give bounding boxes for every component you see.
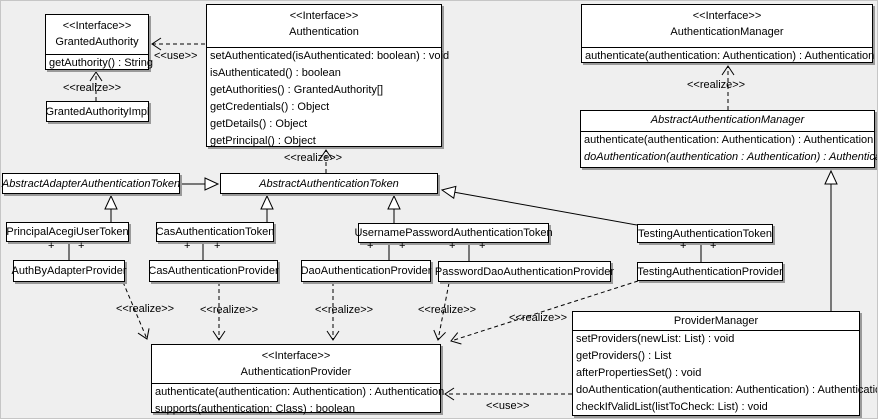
class-authentication-provider: <<Interface>> AuthenticationProvider aut…	[151, 344, 445, 415]
class-authentication-manager: <<Interface>> AuthenticationManager auth…	[581, 4, 875, 63]
class-name: CasAuthenticationProvider	[148, 265, 279, 277]
class-abstract-authentication-manager: AbstractAuthenticationManager authentica…	[580, 110, 878, 168]
method: setProviders(newList: List) : void	[576, 333, 735, 345]
class-name: AbstractAdapterAuthenticationToken	[1, 177, 181, 190]
class-abstract-adapter-authentication-token: AbstractAdapterAuthenticationToken	[2, 173, 180, 194]
class-name: TestingAuthenticationToken	[638, 227, 772, 240]
multiplicity-plus: +	[479, 240, 486, 252]
class-granted-authority: <<Interface>> GrantedAuthority getAuthor…	[45, 14, 153, 70]
realize-passworddaoprovider	[433, 282, 450, 341]
multiplicity-plus: +	[710, 240, 717, 252]
class-authentication: <<Interface>> Authentication setAuthenti…	[206, 4, 450, 147]
multiplicity-plus: +	[680, 240, 687, 252]
class-name: Authentication	[289, 26, 359, 38]
generalization-testingtoken	[440, 185, 638, 226]
class-dao-authentication-provider: DaoAuthenticationProvider	[301, 260, 431, 282]
method: afterPropertiesSet() : void	[576, 367, 702, 379]
class-principal-acegi-user-token: PrincipalAcegiUserToken	[6, 222, 129, 242]
class-name: PrincipalAcegiUserToken	[6, 226, 129, 238]
class-name: AuthByAdapterProvider	[11, 265, 127, 277]
method: authenticate(authentication: Authenticat…	[155, 386, 445, 398]
method: getAuthority() : String	[49, 57, 153, 69]
stereotype-label: <<Interface>>	[261, 350, 331, 362]
method: setAuthenticated(isAuthenticated: boolea…	[210, 50, 450, 62]
class-provider-manager: ProviderManager setProviders(newList: Li…	[572, 311, 878, 416]
method: getCredentials() : Object	[210, 101, 330, 113]
use-label: <<use>>	[486, 400, 530, 412]
realize-authbyadapterprovider	[122, 281, 150, 340]
class-name: AbstractAuthenticationManager	[650, 114, 805, 126]
class-name: CasAuthenticationToken	[155, 226, 275, 238]
class-name: DaoAuthenticationProvider	[300, 265, 432, 277]
multiplicity-plus: +	[78, 240, 85, 252]
method: getDetails() : Object	[210, 118, 308, 130]
class-testing-authentication-provider: TestingAuthenticationProvider	[637, 262, 783, 281]
realize-label: <<realize>>	[315, 304, 374, 316]
method: supports(authentication: Class) : boolea…	[155, 403, 355, 415]
realize-testingprovider	[450, 280, 639, 345]
method: authenticate(authentication: Authenticat…	[584, 134, 874, 146]
multiplicity-plus: +	[214, 240, 221, 252]
class-name: AuthenticationManager	[670, 26, 784, 38]
class-name: AbstractAuthenticationToken	[259, 177, 399, 190]
class-name: TestingAuthenticationProvider	[637, 265, 783, 278]
multiplicity-plus: +	[184, 240, 191, 252]
class-name: UsernamePasswordAuthenticationToken	[354, 227, 553, 239]
class-abstract-authentication-token: AbstractAuthenticationToken	[220, 173, 438, 194]
method: checkIfValidList(listToCheck: List) : vo…	[576, 401, 768, 413]
realize-label: <<realize>>	[200, 304, 259, 316]
stereotype-label: <<Interface>>	[62, 20, 132, 32]
class-cas-authentication-provider: CasAuthenticationProvider	[148, 260, 279, 282]
multiplicity-plus: +	[449, 240, 456, 252]
class-name: AuthenticationProvider	[240, 366, 352, 378]
multiplicity-plus: +	[367, 240, 374, 252]
class-name: GrantedAuthorityImpl	[45, 105, 150, 118]
method-abstract: doAuthentication(authentication : Authen…	[584, 151, 878, 163]
realize-label: <<realize>>	[284, 152, 343, 164]
stereotype-label: <<Interface>>	[289, 10, 359, 22]
realize-label: <<realize>>	[63, 82, 122, 94]
realize-label: <<realize>>	[418, 304, 477, 316]
realize-label: <<realize>>	[116, 303, 175, 315]
method: getAuthorities() : GrantedAuthority[]	[210, 84, 384, 96]
class-name: ProviderManager	[673, 315, 759, 327]
multiplicity-plus: +	[48, 240, 55, 252]
use-label: <<use>>	[154, 50, 198, 62]
method: doAuthentication(authentication: Authent…	[576, 384, 878, 396]
stereotype-label: <<Interface>>	[692, 10, 762, 22]
class-auth-by-adapter-provider: AuthByAdapterProvider	[11, 260, 127, 282]
class-granted-authority-impl: GrantedAuthorityImpl	[46, 101, 149, 122]
class-name: GrantedAuthority	[55, 36, 139, 48]
multiplicity-plus: +	[399, 240, 406, 252]
class-name: PasswordDaoAuthenticationProvider	[434, 265, 615, 278]
method: authenticate(authentication: Authenticat…	[585, 50, 875, 62]
method: isAuthenticated() : boolean	[210, 67, 341, 79]
class-testing-authentication-token: TestingAuthenticationToken	[637, 224, 773, 243]
realize-label: <<realize>>	[509, 312, 568, 324]
method: getPrincipal() : Object	[210, 135, 316, 147]
class-username-password-authentication-token: UsernamePasswordAuthenticationToken	[354, 223, 553, 243]
realize-label: <<realize>>	[687, 79, 746, 91]
class-password-dao-authentication-provider: PasswordDaoAuthenticationProvider	[434, 261, 615, 282]
class-cas-authentication-token: CasAuthenticationToken	[156, 222, 274, 242]
method: getProviders() : List	[576, 350, 672, 362]
